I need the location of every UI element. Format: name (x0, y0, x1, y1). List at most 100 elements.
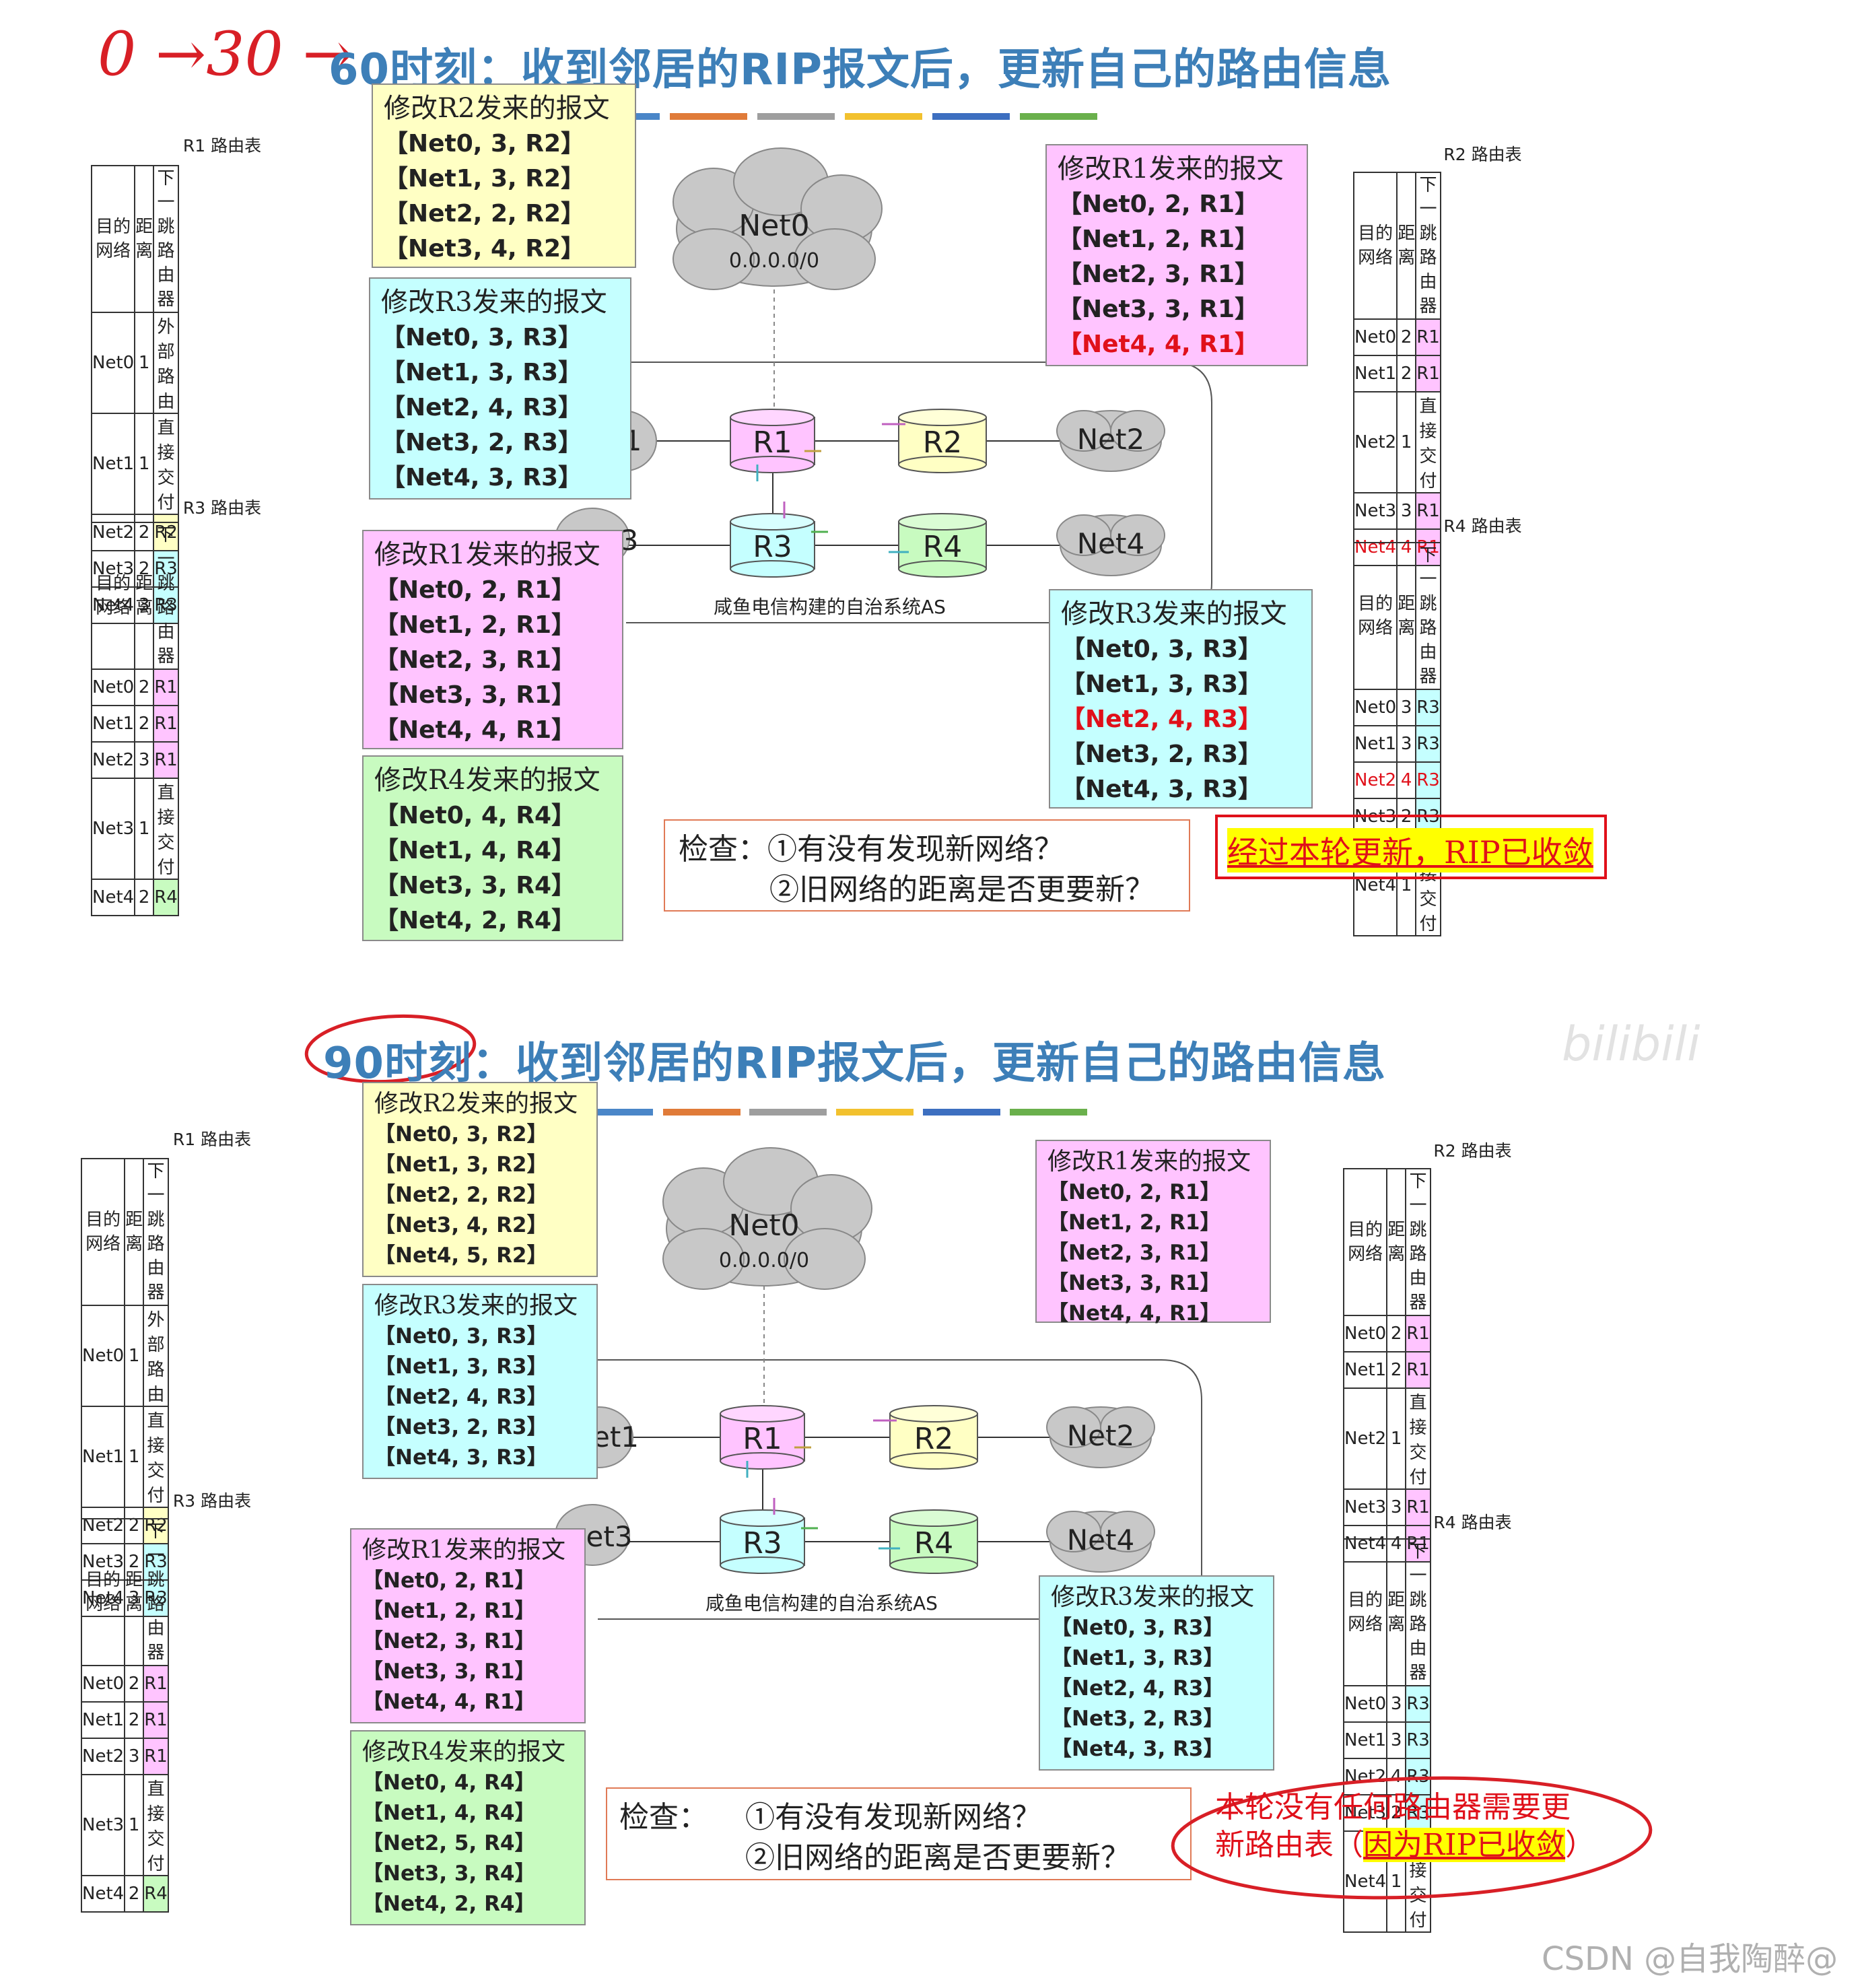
table-cell: R1 (153, 669, 179, 706)
router-r1-shape (730, 409, 815, 473)
table-cell: Net2 (90, 741, 136, 779)
message-entry: 【Net2, 3, R1】 (362, 1629, 536, 1653)
table-cell: 2 (134, 705, 155, 743)
table-cell: Net1 (80, 1406, 126, 1508)
table-header: 距离 (1396, 542, 1417, 690)
message-entry: 【Net2, 3, R1】 (1058, 261, 1260, 288)
router-r4: R4 (922, 530, 963, 564)
message-entry: 【Net1, 3, R3】 (1061, 671, 1263, 698)
note-circle (1171, 1776, 1653, 1900)
note-text: 本轮没有任何路由器需要更 新路由表（因为RIP已收敛） (1215, 1789, 1595, 1864)
table-cell: Net4 (80, 1875, 126, 1913)
message-entry: 【Net0, 3, R3】 (374, 1324, 548, 1348)
topology-diagram (555, 147, 1212, 623)
table-cell: Net1 (90, 705, 136, 743)
panel2-heading-rest: ：收到邻居的RIP报文后，更新自己的路由信息 (472, 1039, 1387, 1089)
table-cell: 3 (124, 1738, 145, 1775)
msg-r1-right-box: 修改R1发来的报文【Net0, 2, R1】【Net1, 2, R1】【Net2… (1045, 144, 1308, 366)
msg-r3-box: 修改R3发来的报文【Net0, 3, R3】【Net1, 3, R3】【Net2… (362, 1284, 598, 1479)
table-header: 距离 (124, 1518, 145, 1666)
message-entry: 【Net1, 2, R1】 (1058, 226, 1260, 253)
table-header: 目的网络 (90, 522, 136, 670)
panel-90: bilibili 90时刻：收到邻居的RIP报文后，更新自己的路由信息 (0, 996, 1860, 1978)
table-cell: R1 (1415, 318, 1441, 356)
message-title: 修改R1发来的报文 (362, 1536, 566, 1564)
color-bar (598, 1109, 653, 1116)
message-entry: 【Net4, 3, R3】 (374, 1445, 548, 1470)
router-r3: R3 (743, 1526, 782, 1561)
table-header: 下一跳 路由器 (1415, 542, 1441, 690)
message-entry: 【Net3, 3, R1】 (1058, 296, 1260, 323)
message-title: 修改R2发来的报文 (374, 1090, 578, 1118)
cloud-net2-shape (1056, 410, 1165, 472)
message-entry: 【Net1, 3, R3】 (374, 1355, 548, 1379)
table-cell: R1 (143, 1738, 169, 1775)
r4-table-title: R4 路由表 (1443, 516, 1522, 536)
message-title: 修改R4发来的报文 (362, 1738, 566, 1766)
net1-label: et1 (592, 1420, 640, 1453)
table-cell: 2 (124, 1875, 145, 1913)
table-cell: R1 (1415, 492, 1441, 530)
note-line-2a: 新路由表（ (1215, 1828, 1363, 1862)
table-cell: Net0 (90, 312, 136, 414)
note-highlight: 因为RIP已收敛 (1363, 1828, 1566, 1862)
panel-60: 0 →30 → 60时刻：收到邻居的RIP报文后，更新自己的路由信息 (0, 0, 1860, 976)
message-entry: 【Net4, 2, R4】 (362, 1892, 536, 1916)
message-entry: 【Net4, 4, R1】 (362, 1690, 536, 1714)
table-cell: R1 (153, 705, 179, 743)
color-bar (923, 1109, 1000, 1116)
msg-r3-right-box: 修改R3发来的报文【Net0, 3, R3】【Net1, 3, R3】【Net2… (1039, 1575, 1274, 1771)
message-entry: 【Net2, 2, R2】 (384, 200, 586, 228)
message-entry: 【Net0, 3, R3】 (1051, 1616, 1225, 1640)
table-cell: Net2 (1352, 761, 1398, 799)
table-cell: R1 (143, 1665, 169, 1703)
table-cell: 1 (124, 1406, 145, 1508)
table-cell: Net1 (80, 1701, 126, 1739)
table-cell: 2 (1386, 1351, 1407, 1389)
message-title: 修改R1发来的报文 (374, 539, 600, 570)
message-entry: 【Net0, 4, R4】 (362, 1771, 536, 1795)
msg-r2-box: 修改R2发来的报文【Net0, 3, R2】【Net1, 3, R2】【Net2… (372, 83, 636, 268)
message-entry: 【Net2, 4, R3】 (1061, 706, 1263, 733)
net3-label: et3 (586, 1520, 633, 1553)
router-r4: R4 (914, 1526, 954, 1561)
msg-r1-left-box: 修改R1发来的报文【Net0, 2, R1】【Net1, 2, R1】【Net2… (362, 530, 623, 749)
net3-label: 3 (620, 524, 639, 557)
r3-table-title: R3 路由表 (182, 498, 262, 518)
color-bar (757, 113, 835, 120)
panel2-heading: 90时刻：收到邻居的RIP报文后，更新自己的路由信息 (323, 1029, 1386, 1091)
router-r1: R1 (753, 425, 792, 460)
message-title: 修改R2发来的报文 (384, 93, 610, 124)
cloud-net0-shape (673, 147, 883, 290)
table-cell: Net0 (1352, 318, 1398, 356)
table-header: 下一跳 路由器 (143, 1518, 169, 1666)
r1-table-title: R1 路由表 (172, 1130, 252, 1149)
table-cell: Net3 (1342, 1488, 1388, 1526)
message-title: 修改R3发来的报文 (374, 1292, 578, 1319)
table-cell: Net3 (1352, 492, 1398, 530)
check-line-1: 检查：①有没有发现新网络？ (679, 832, 1064, 866)
table-header: 下一跳 路由器 (1405, 1538, 1431, 1686)
message-entry: 【Net0, 2, R1】 (1047, 1180, 1221, 1204)
message-entry: 【Net1, 2, R1】 (362, 1599, 536, 1623)
note-line-2c: ） (1565, 1828, 1595, 1862)
color-bar (670, 113, 747, 120)
table-cell: 3 (134, 741, 155, 779)
table-header: 下一跳 路由器 (1405, 1168, 1431, 1316)
r2-table-title: R2 路由表 (1443, 145, 1522, 164)
table-cell: 直接交付 (1415, 391, 1441, 493)
message-title: 修改R3发来的报文 (1061, 598, 1287, 629)
table-header: 距离 (134, 522, 155, 670)
table-header: 下一跳 路由器 (153, 522, 179, 670)
table-cell: 直接交付 (153, 413, 179, 515)
